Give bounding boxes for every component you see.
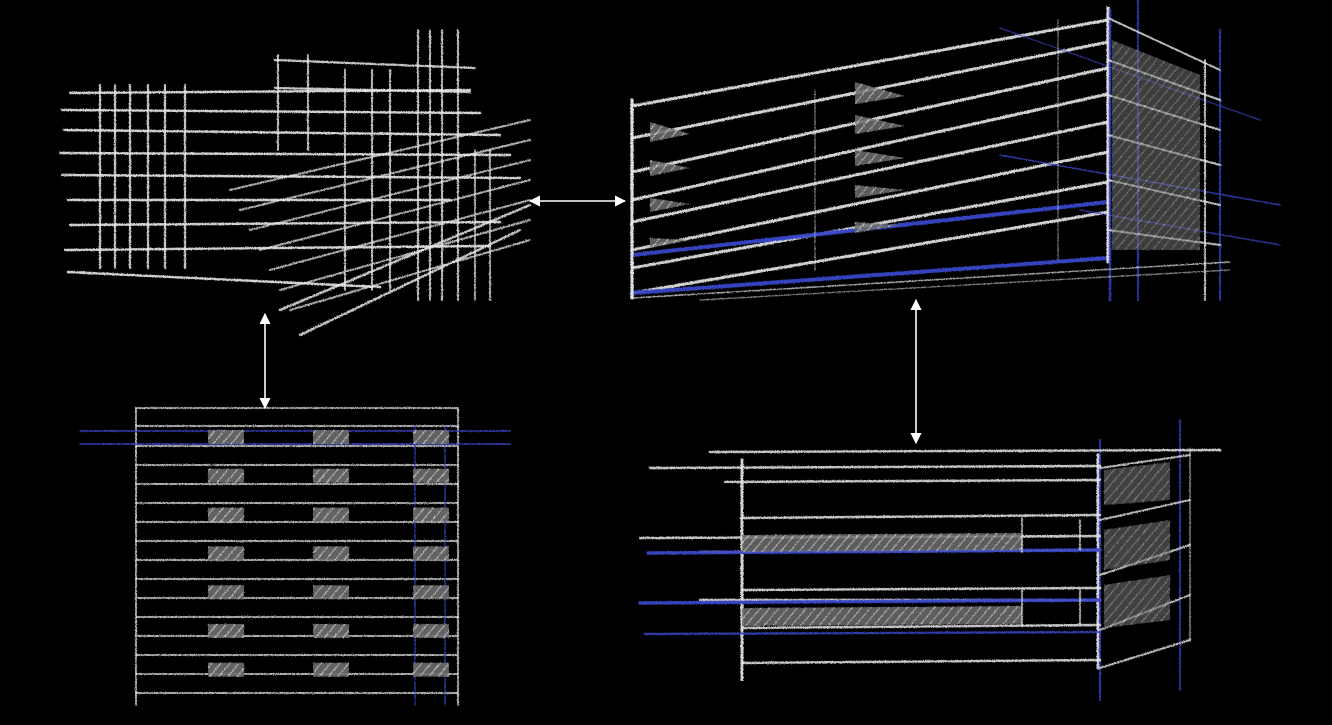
massing-floor-edge (630, 92, 1110, 202)
elevation-window (413, 468, 449, 483)
elevation-window (208, 624, 244, 638)
elevation-window (208, 507, 244, 522)
side-floor-line (740, 623, 1102, 630)
side-floor-line (723, 478, 1102, 484)
elevation-window (413, 430, 449, 444)
massing-accent-edge (630, 256, 1110, 295)
side-face-edge (1099, 499, 1191, 521)
elevation-window (313, 662, 349, 677)
massing-fin (855, 82, 905, 104)
massing-fin (650, 122, 690, 142)
elevation-window (413, 546, 449, 561)
elevation-window (313, 507, 349, 522)
massing-floor-edge (630, 150, 1110, 252)
elevation-window (413, 624, 449, 638)
side-accent-line (638, 598, 1102, 605)
massing-floor-edge (630, 18, 1110, 108)
massing-fin (855, 222, 900, 233)
side-hatch-band (742, 533, 1022, 552)
wireframe-floor-line (68, 220, 502, 227)
side-face-shading (1104, 520, 1170, 570)
elevation-window (208, 468, 244, 483)
massing-base-line (699, 269, 1231, 301)
wireframe-floor-line (66, 270, 382, 289)
perspective-massing (630, 0, 1281, 302)
elevation-window (313, 624, 349, 638)
elevation-window (208, 430, 244, 444)
front-elevation (79, 407, 511, 706)
massing-fin (650, 238, 690, 248)
massing-base-line (631, 261, 1231, 299)
wireframe-slab-diagonal (239, 139, 531, 211)
side-face-edge (1099, 454, 1191, 469)
elevation-window (313, 468, 349, 483)
massing-fin (650, 198, 690, 212)
wireframe-slab-diagonal (229, 119, 531, 191)
massing-fin (855, 185, 905, 198)
side-accent-line (643, 630, 1102, 636)
side-hatch-band (742, 606, 1022, 626)
perspective-wireframe (58, 29, 532, 337)
wireframe-slab-diagonal (298, 228, 522, 337)
wireframe-roof-line (273, 58, 477, 70)
wireframe-slab-diagonal (259, 179, 531, 251)
wireframe-floor-line (63, 244, 492, 252)
massing-floor-edge (630, 210, 1110, 295)
massing-floor-edge (630, 120, 1110, 224)
side-view (638, 419, 1222, 701)
massing-fin (650, 160, 690, 176)
side-floor-line (740, 658, 1102, 665)
wireframe-floor-line (60, 108, 482, 115)
elevation-window (208, 546, 244, 561)
wireframe-floor-line (62, 128, 502, 137)
elevation-window (413, 507, 449, 522)
side-face-shading (1104, 462, 1170, 505)
massing-fin (855, 150, 905, 166)
elevation-window (208, 662, 244, 677)
massing-side-shading (1112, 40, 1200, 250)
side-floor-line (740, 513, 1102, 520)
wireframe-slab-diagonal (269, 199, 531, 271)
elevation-window (208, 585, 244, 600)
side-floor-line (708, 448, 1222, 454)
wireframe-slab-diagonal (278, 203, 532, 312)
wireframe-slab-diagonal (289, 239, 531, 311)
elevation-window (313, 546, 349, 561)
elevation-window (413, 662, 449, 677)
wireframe-floor-line (58, 151, 512, 157)
massing-side-edge (1107, 17, 1221, 71)
wireframe-slab-diagonal (279, 219, 531, 291)
elevation-window (313, 585, 349, 600)
elevation-window (413, 585, 449, 600)
wireframe-slab-diagonal (249, 159, 531, 231)
side-floor-line (740, 586, 1102, 592)
side-floor-line (648, 464, 1102, 470)
side-face-shading (1104, 575, 1170, 628)
side-face-edge (1099, 639, 1191, 669)
side-accent-line (646, 548, 1102, 555)
massing-fin (855, 115, 905, 134)
elevation-window (313, 430, 349, 444)
